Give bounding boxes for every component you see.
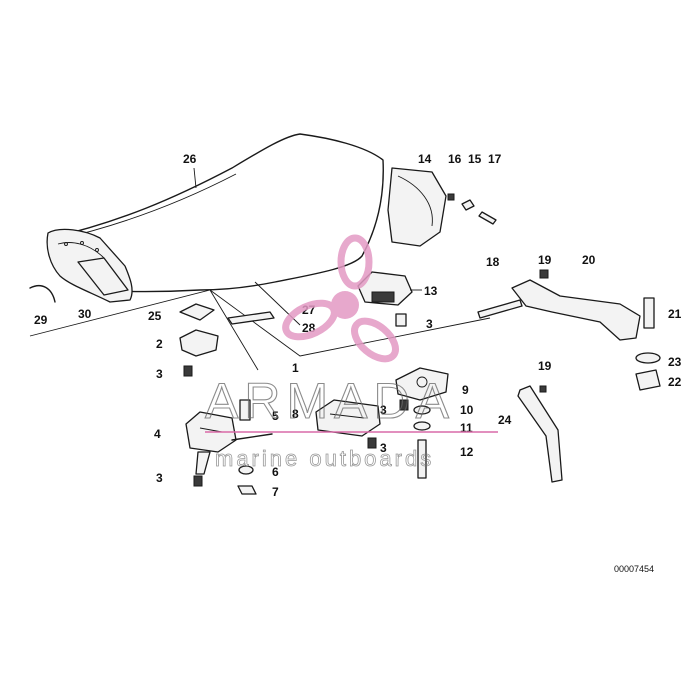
- callout-10: 10: [460, 403, 474, 417]
- watermark-subtitle: marine outboards: [215, 446, 434, 471]
- callout-3-b: 3: [156, 367, 163, 381]
- callout-17: 17: [488, 152, 502, 166]
- oil-pan-drawing: [29, 133, 491, 371]
- diagram-part-number: 00007454: [614, 564, 654, 574]
- callout-18: 18: [486, 255, 500, 269]
- callout-labels: 26 14 16 15 17 18 19 20 21 23 22 19 24 1…: [34, 152, 682, 574]
- callout-30: 30: [78, 307, 92, 321]
- callout-1: 1: [292, 361, 299, 375]
- lever-24-drawing: [517, 385, 563, 483]
- callout-29: 29: [34, 313, 48, 327]
- mount-9-drawing: [395, 367, 449, 479]
- callout-3-c: 3: [156, 471, 163, 485]
- callout-7: 7: [272, 485, 279, 499]
- callout-14: 14: [418, 152, 432, 166]
- mount-8-drawing: [315, 399, 381, 449]
- engine-mount-13-drawing: [227, 271, 413, 327]
- callout-20: 20: [582, 253, 596, 267]
- callout-2: 2: [156, 337, 163, 351]
- callout-26: 26: [183, 152, 197, 166]
- callout-19-mid: 19: [538, 359, 552, 373]
- callout-19-top: 19: [538, 253, 552, 267]
- callout-4: 4: [154, 427, 161, 441]
- callout-5: 5: [272, 409, 279, 423]
- callout-13: 13: [424, 284, 438, 298]
- callout-22: 22: [668, 375, 682, 389]
- callout-21: 21: [668, 307, 682, 321]
- callout-11: 11: [460, 421, 473, 435]
- callout-16: 16: [448, 152, 462, 166]
- callout-9: 9: [462, 383, 469, 397]
- watermark-title: ARMADA: [205, 373, 455, 429]
- callout-8: 8: [292, 407, 299, 421]
- propeller-logo: [282, 234, 399, 363]
- callout-3-d: 3: [380, 403, 387, 417]
- callout-15: 15: [468, 152, 482, 166]
- callout-23: 23: [668, 355, 682, 369]
- callout-12: 12: [460, 445, 474, 459]
- armada-watermark: ARMADA marine outboards: [204, 234, 498, 471]
- callout-3-e: 3: [380, 441, 387, 455]
- callout-24: 24: [498, 413, 512, 427]
- callout-3-a: 3: [426, 317, 433, 331]
- mount-2-drawing: [179, 303, 219, 377]
- bracket-20-drawing: [477, 269, 661, 391]
- callout-25: 25: [148, 309, 162, 323]
- callout-6: 6: [272, 465, 279, 479]
- cover-drawing: [387, 167, 497, 247]
